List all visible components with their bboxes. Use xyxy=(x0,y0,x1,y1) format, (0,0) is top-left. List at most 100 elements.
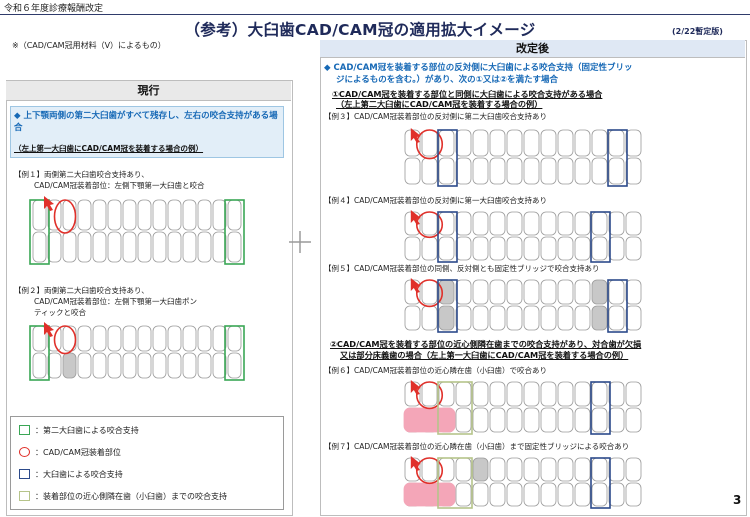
lower-tooth xyxy=(557,236,574,261)
legend-label: ：CAD/CAM冠装着部位 xyxy=(35,448,121,457)
upper-tooth xyxy=(625,211,642,236)
upper-tooth xyxy=(182,325,197,352)
upper-tooth xyxy=(591,279,608,305)
lower-tooth xyxy=(472,305,489,331)
lower-tooth xyxy=(152,352,167,379)
lower-tooth xyxy=(591,305,608,331)
upper-tooth xyxy=(472,381,489,407)
upper-tooth xyxy=(438,279,455,305)
lower-tooth xyxy=(523,305,540,331)
revised-panel xyxy=(320,40,747,516)
lower-tooth xyxy=(574,482,591,507)
molar-support-box xyxy=(590,211,611,263)
lower-tooth xyxy=(137,231,152,263)
upper-tooth xyxy=(625,279,642,305)
header-divider xyxy=(0,14,750,15)
revised-example-5: 【例５】CAD/CAM冠装着部位の同側、反対側とも固定性ブリッジで咬合支持あり xyxy=(324,264,600,273)
current-example-1-line1: 【例１】両側第二大臼歯咬合支持あり、 xyxy=(14,170,149,179)
current-example-2-line3: ティックと咬合 xyxy=(34,308,87,317)
partial-denture xyxy=(403,482,456,507)
molar-support-box xyxy=(607,279,628,333)
lower-tooth xyxy=(472,157,489,185)
lower-tooth xyxy=(506,305,523,331)
upper-tooth xyxy=(557,279,574,305)
upper-tooth xyxy=(506,457,523,482)
red-arrow-icon xyxy=(410,210,421,225)
version-badge: (2/22暫定版) xyxy=(672,27,723,36)
lower-tooth xyxy=(122,231,137,263)
upper-tooth xyxy=(608,211,625,236)
lower-tooth xyxy=(574,157,591,185)
current-example-1-line2: CAD/CAM冠装着部位：左側下顎第一大臼歯と咬合 xyxy=(34,181,205,190)
condition-2-line1: ②CAD/CAM冠を装着する部位の近心側隣在歯までの咬合支持があり、対合歯が欠損 xyxy=(330,339,642,349)
upper-tooth xyxy=(455,129,472,157)
lower-tooth xyxy=(32,231,47,263)
legend: ：第二大臼歯による咬合支持 ：CAD/CAM冠装着部位 ：大臼歯による咬合支持 … xyxy=(10,416,284,510)
lower-tooth xyxy=(227,231,242,263)
lower-tooth xyxy=(489,482,506,507)
lower-tooth xyxy=(506,407,523,433)
upper-tooth xyxy=(137,325,152,352)
upper-tooth xyxy=(523,457,540,482)
upper-tooth xyxy=(472,457,489,482)
upper-tooth xyxy=(591,129,608,157)
lower-tooth xyxy=(608,482,625,507)
upper-tooth xyxy=(137,199,152,231)
upper-tooth xyxy=(557,381,574,407)
condition-2-line2: 又は部分床義歯の場合（左上第一大臼歯にCAD/CAM冠を装着する場合の例） xyxy=(340,350,629,360)
lower-tooth xyxy=(212,231,227,263)
upper-tooth xyxy=(540,457,557,482)
lower-tooth xyxy=(167,231,182,263)
red-arrow-icon xyxy=(410,128,421,143)
upper-tooth xyxy=(489,279,506,305)
lower-tooth xyxy=(591,157,608,185)
lower-tooth xyxy=(625,157,642,185)
second-molar-support-box xyxy=(224,325,245,381)
molar-support-box xyxy=(590,381,611,435)
navy-square-icon xyxy=(19,469,30,479)
lower-tooth xyxy=(506,157,523,185)
upper-tooth xyxy=(167,199,182,231)
upper-tooth xyxy=(438,211,455,236)
upper-tooth xyxy=(421,279,438,305)
cadcam-crown-marker xyxy=(53,325,77,355)
lower-tooth xyxy=(107,352,122,379)
lower-tooth xyxy=(540,157,557,185)
legend-label: ：大臼歯による咬合支持 xyxy=(35,470,123,479)
legend-label: ：装着部位の近心側隣在歯（小臼歯）までの咬合支持 xyxy=(35,492,227,501)
lower-tooth xyxy=(404,157,421,185)
upper-tooth xyxy=(625,457,642,482)
lower-tooth xyxy=(540,482,557,507)
red-arrow-icon xyxy=(44,322,54,337)
lower-tooth xyxy=(608,236,625,261)
lower-tooth xyxy=(472,482,489,507)
upper-tooth xyxy=(574,279,591,305)
upper-tooth xyxy=(92,325,107,352)
upper-tooth xyxy=(506,211,523,236)
upper-tooth xyxy=(438,457,455,482)
lower-tooth xyxy=(421,305,438,331)
second-molar-support-box xyxy=(224,199,245,265)
lower-tooth xyxy=(62,231,77,263)
upper-tooth xyxy=(608,381,625,407)
lower-tooth xyxy=(591,407,608,433)
revised-summary-line2: ジによるものを含む。）があり、次の①又は②を満たす場合 xyxy=(336,75,559,85)
revised-heading: 改定後 xyxy=(320,40,745,58)
upper-tooth xyxy=(574,129,591,157)
dental-arch-example-7 xyxy=(403,456,642,509)
lower-tooth xyxy=(540,407,557,433)
lower-tooth xyxy=(523,157,540,185)
upper-tooth xyxy=(574,211,591,236)
lower-tooth xyxy=(107,231,122,263)
upper-tooth xyxy=(540,129,557,157)
upper-tooth xyxy=(574,457,591,482)
upper-tooth xyxy=(107,325,122,352)
material-note: ※（CAD/CAM冠用材料（Ⅴ）によるもの） xyxy=(12,41,166,50)
upper-tooth xyxy=(591,381,608,407)
red-arrow-icon xyxy=(44,196,54,211)
upper-tooth xyxy=(557,211,574,236)
upper-tooth xyxy=(506,279,523,305)
lower-tooth xyxy=(489,157,506,185)
upper-tooth xyxy=(472,129,489,157)
revised-example-4: 【例４】CAD/CAM冠装着部位の反対側に第一大臼歯咬合支持あり xyxy=(324,196,548,205)
